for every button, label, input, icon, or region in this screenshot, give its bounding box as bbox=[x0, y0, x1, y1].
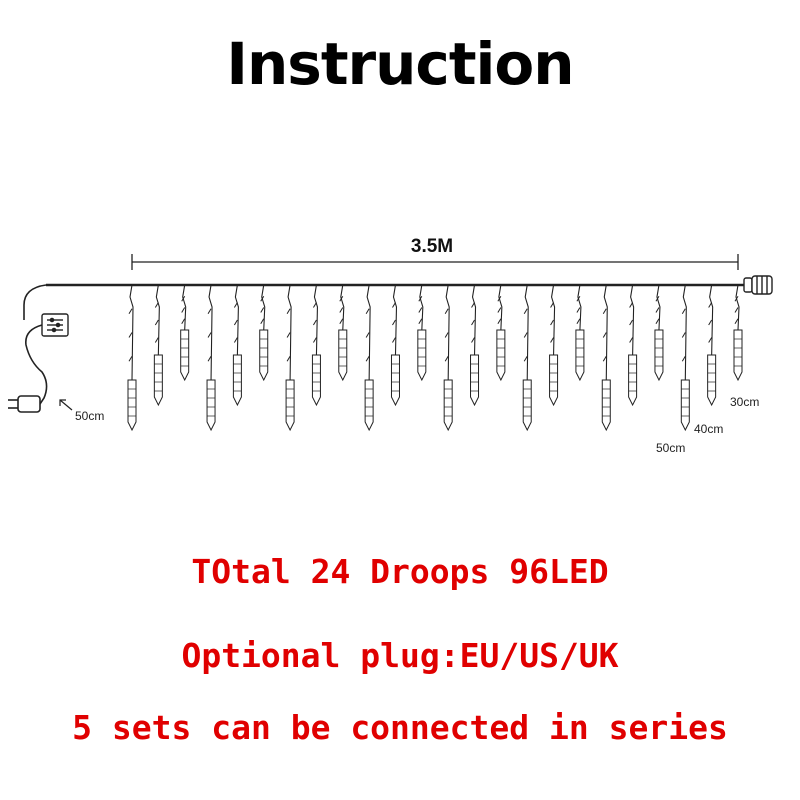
end-connector-icon bbox=[743, 275, 773, 295]
drop-short bbox=[575, 284, 585, 382]
drop-long bbox=[206, 284, 216, 432]
drop-long bbox=[443, 284, 453, 432]
drop-label-30cm: 30cm bbox=[730, 395, 759, 409]
drop-label-50cm: 50cm bbox=[656, 441, 685, 455]
drop-medium bbox=[311, 284, 321, 407]
drop-medium bbox=[153, 284, 163, 407]
drop-medium bbox=[628, 284, 638, 407]
plug-icon bbox=[8, 395, 41, 413]
lead-length-label: 50cm bbox=[75, 409, 104, 423]
total-drops-text: TOtal 24 Droops 96LED bbox=[191, 552, 609, 591]
drop-medium bbox=[470, 284, 480, 407]
drop-short bbox=[338, 284, 348, 382]
drop-medium bbox=[707, 284, 717, 407]
plug-options-text: Optional plug:EU/US/UK bbox=[181, 636, 619, 675]
drop-long bbox=[127, 284, 137, 432]
drop-long bbox=[680, 284, 690, 432]
drop-short bbox=[417, 284, 427, 382]
controller-box-icon bbox=[41, 313, 69, 337]
length-label: 3.5M bbox=[411, 236, 453, 257]
drop-long bbox=[364, 284, 374, 432]
drop-short bbox=[180, 284, 190, 382]
drop-long bbox=[285, 284, 295, 432]
drop-medium bbox=[232, 284, 242, 407]
drop-medium bbox=[549, 284, 559, 407]
drops-group bbox=[127, 284, 743, 432]
drop-label-40cm: 40cm bbox=[694, 422, 723, 436]
drop-short bbox=[259, 284, 269, 382]
drop-long bbox=[601, 284, 611, 432]
lead-wire bbox=[23, 284, 47, 320]
lead-wire-lower bbox=[25, 324, 48, 405]
series-connection-text: 5 sets can be connected in series bbox=[72, 708, 728, 747]
lead-arrow bbox=[59, 399, 73, 411]
drop-long bbox=[522, 284, 532, 432]
dimension-line bbox=[131, 254, 739, 270]
page-title: Instruction bbox=[226, 30, 574, 98]
drop-short bbox=[733, 284, 743, 382]
drop-short bbox=[496, 284, 506, 382]
drop-medium bbox=[390, 284, 400, 407]
drop-short bbox=[654, 284, 664, 382]
